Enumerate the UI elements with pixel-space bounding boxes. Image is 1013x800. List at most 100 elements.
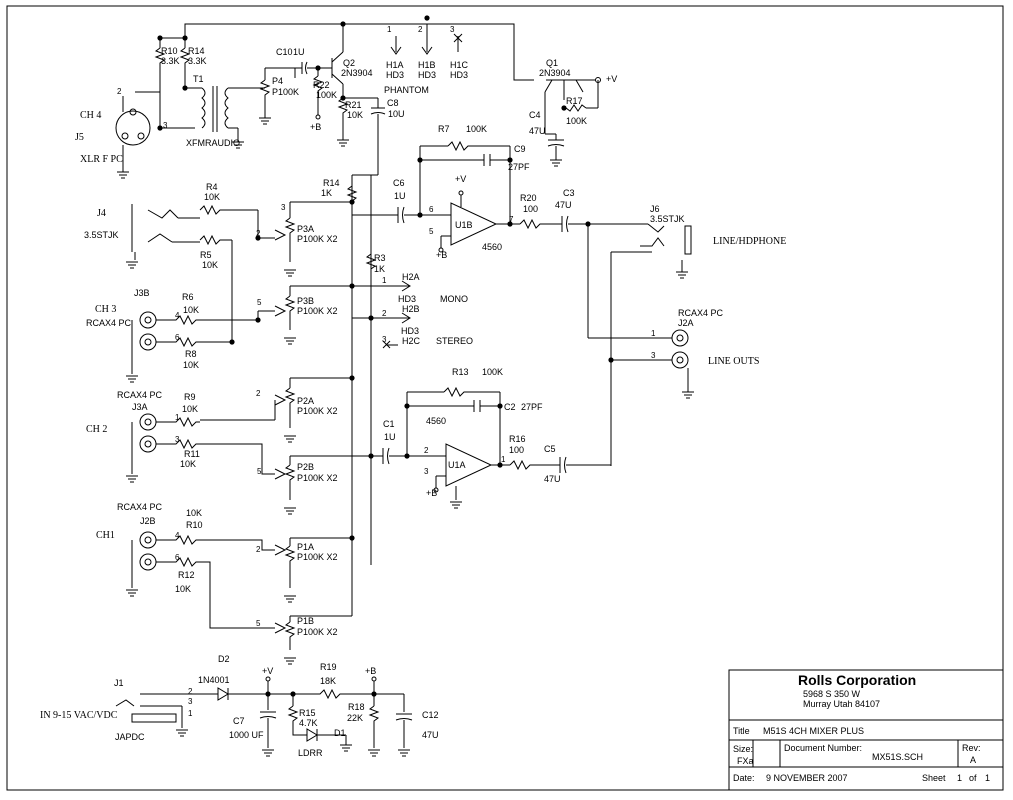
label-r12: R12: [178, 570, 195, 580]
label-r10b-value: 10K: [186, 508, 202, 518]
label-r15v: 4.7K: [299, 718, 318, 728]
label-ch2: CH 2: [86, 424, 107, 435]
label-h2a: H2A: [402, 272, 420, 282]
label-r3v: 1K: [374, 264, 385, 274]
label-r8v: 10K: [183, 360, 199, 370]
u1b-opamp: [450, 202, 498, 246]
label-r4: R4: [206, 182, 218, 192]
label-r3: R3: [374, 253, 386, 263]
j6-jack: [684, 225, 692, 255]
r6-resistor: [156, 314, 258, 326]
pin-label: 5: [256, 619, 261, 628]
label-r10v: 3.3K: [161, 56, 180, 66]
xlr-connector: [115, 110, 151, 146]
label-c2: C2: [504, 402, 516, 412]
p4-potentiometer: [259, 79, 271, 118]
pin-label: 2: [424, 446, 429, 455]
label-c10: C10: [276, 47, 293, 57]
pin-label: 6: [429, 205, 434, 214]
label-r18v: 22K: [347, 713, 363, 723]
r16-resistor: [509, 459, 560, 471]
label-c2v: 27PF: [521, 402, 543, 412]
p1b-potentiometer: [284, 621, 296, 650]
label-u1a-part: 4560: [426, 416, 446, 426]
label-j4: J4: [97, 208, 106, 219]
pin-label: 1: [188, 709, 193, 718]
pin-label: 2: [418, 25, 423, 34]
date-label: Date:: [733, 773, 755, 783]
r20-resistor: [519, 218, 562, 230]
label-r22v: 100K: [316, 90, 337, 100]
label-p4v: P100K: [272, 87, 299, 97]
r10b-resistor: [156, 534, 275, 551]
label-p1av: P100K X2: [297, 552, 338, 562]
label-j2b: J2B: [140, 516, 156, 526]
pin-label: 5: [257, 298, 262, 307]
company-address1: 5968 S 350 W: [803, 689, 861, 699]
label-c12v: 47U: [422, 730, 439, 740]
label-c4v: 47U: [529, 126, 546, 136]
label-line-outs: LINE OUTS: [708, 356, 759, 367]
p2a-potentiometer: [284, 387, 296, 428]
label-phantom: PHANTOM: [384, 85, 429, 95]
pin-label: 5: [429, 227, 434, 236]
r14-1k-resistor: [346, 185, 358, 202]
label-r12v: 10K: [175, 584, 191, 594]
label-r21: R21: [345, 100, 362, 110]
label-c6v: 1U: [394, 191, 406, 201]
label-r11v: 10K: [180, 459, 196, 469]
label-bplus-2: +B: [436, 250, 447, 260]
label-c5: C5: [544, 444, 556, 454]
r18-resistor: [368, 705, 380, 748]
label-r6v: 10K: [183, 305, 199, 315]
pin-label: 2: [188, 687, 193, 696]
label-japdc: JAPDC: [115, 732, 145, 742]
label-p1b: P1B: [297, 616, 314, 626]
u1a-opamp: [445, 443, 493, 487]
label-c5v: 47U: [544, 474, 561, 484]
label-h2b: H2B: [402, 304, 420, 314]
r21-resistor: [337, 97, 349, 140]
label-c9: C9: [514, 144, 526, 154]
pin-label: 3: [424, 467, 429, 476]
label-r16v: 100: [509, 445, 524, 455]
label-t1: T1: [193, 74, 204, 84]
label-c12: C12: [422, 710, 439, 720]
label-h1c: H1C: [450, 60, 469, 70]
r12-resistor: [156, 556, 275, 629]
label-r19v: 18K: [320, 676, 336, 686]
r22-resistor: [312, 75, 324, 115]
label-r5: R5: [200, 250, 212, 260]
company-name: Rolls Corporation: [798, 672, 916, 688]
label-p2bv: P100K X2: [297, 473, 338, 483]
d2-diode: [217, 687, 229, 701]
label-r14v: 1K: [321, 188, 332, 198]
label-c9v: 27PF: [508, 162, 530, 172]
label-r7: R7: [438, 124, 450, 134]
label-q2v: 2N3904: [341, 68, 373, 78]
label-ch1: CH1: [96, 530, 115, 541]
label-r6: R6: [182, 292, 194, 302]
label-c1v: 1U: [384, 432, 396, 442]
title-value: M51S 4CH MIXER PLUS: [763, 726, 864, 736]
label-r14av: 3.3K: [188, 56, 207, 66]
label-rcax4-ch1: RCAX4 PC: [117, 502, 163, 512]
label-r4v: 10K: [204, 192, 220, 202]
rev-value: A: [970, 755, 976, 765]
j3a-rca-1: [139, 413, 157, 431]
label-d2: D2: [218, 654, 230, 664]
r19-resistor: [293, 688, 374, 700]
company-address2: Murray Utah 84107: [803, 699, 880, 709]
label-h1c-hd3: HD3: [450, 70, 468, 80]
label-line-hdphone: LINE/HDPHONE: [713, 236, 786, 247]
label-h1a-hd3: HD3: [386, 70, 404, 80]
pin-label: 3: [382, 335, 387, 344]
label-p3b: P3B: [297, 296, 314, 306]
label-h1a: H1A: [386, 60, 404, 70]
label-ldrr: LDRR: [298, 748, 323, 758]
j2b-rca-2: [139, 553, 157, 571]
label-bplus-3: +B: [426, 488, 437, 498]
label-p2av: P100K X2: [297, 406, 338, 416]
pin-label: 1: [501, 455, 506, 464]
